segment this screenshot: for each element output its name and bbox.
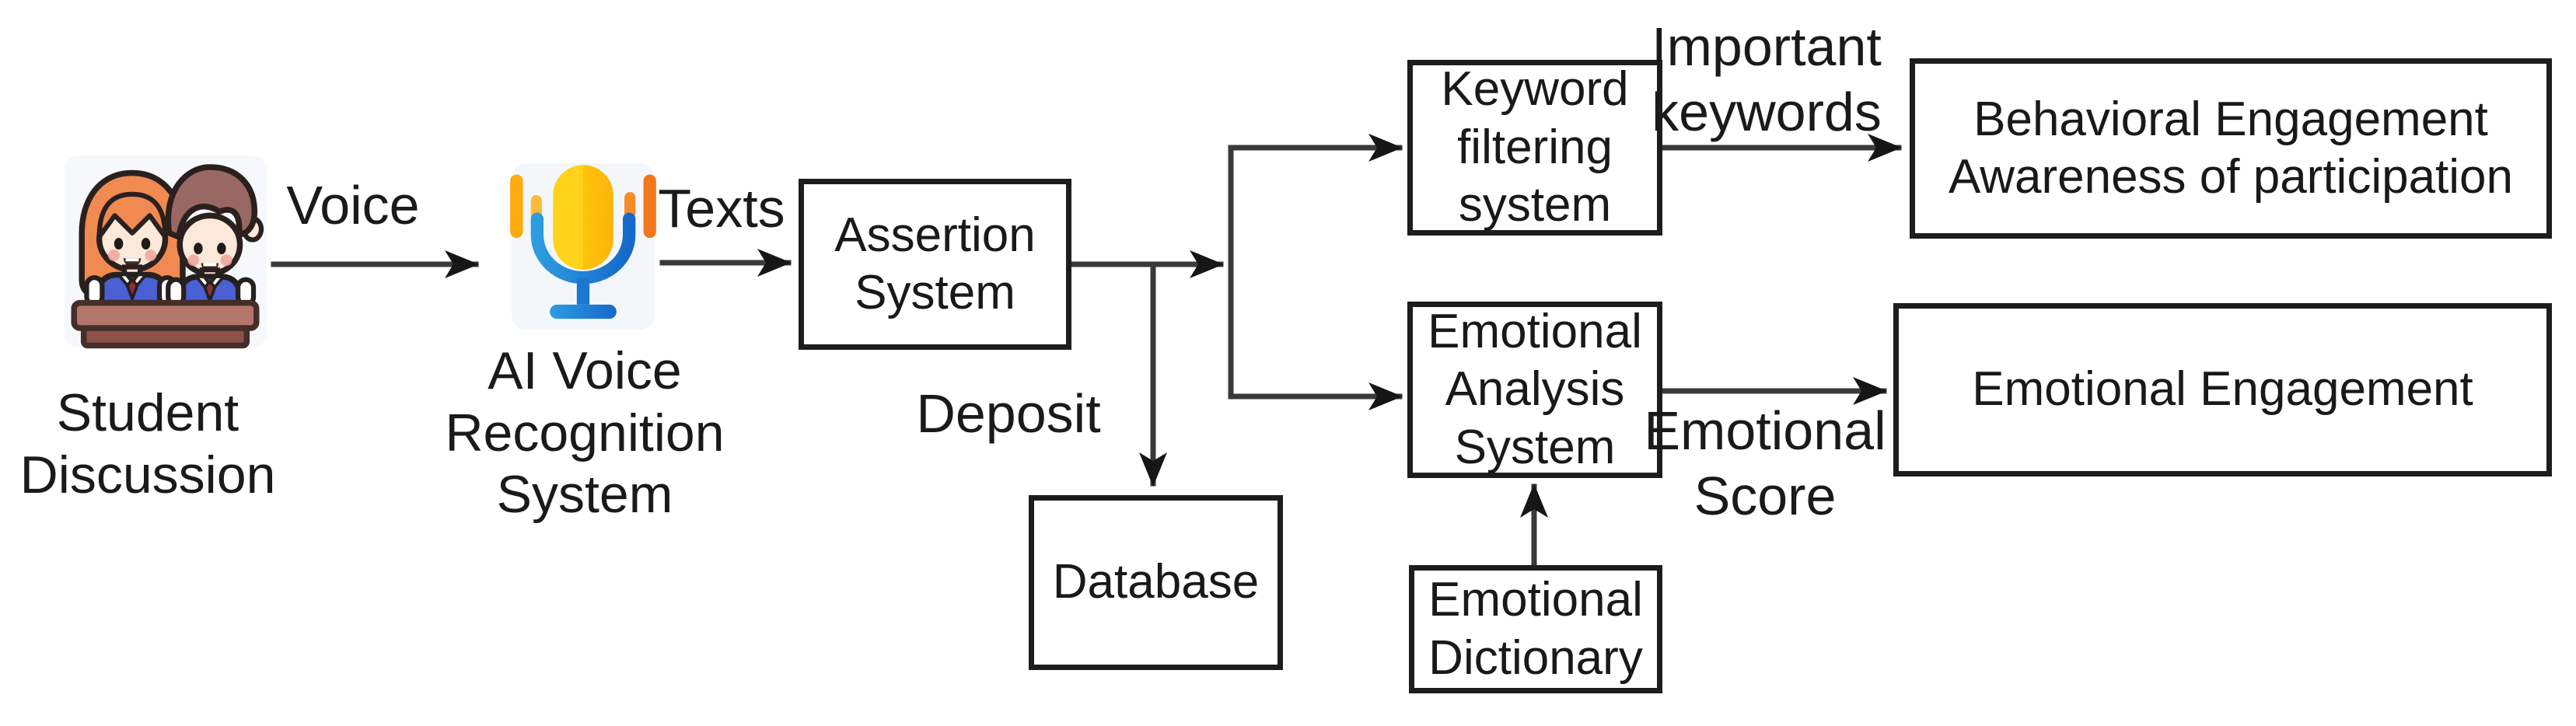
edge-label-important-keywords: Important keywords — [1642, 14, 1891, 145]
node-emotional-engagement: Emotional Engagement — [1893, 303, 2552, 476]
label-student-discussion-line1: Student — [56, 383, 239, 442]
node-behavioral-line2: Awareness of participation — [1948, 150, 2514, 204]
node-emotional-engagement-line1: Emotional Engagement — [1972, 362, 2473, 417]
microphone-icon — [510, 163, 656, 330]
edge-label-texts: Texts — [658, 178, 785, 239]
mic-stand — [530, 212, 636, 284]
node-emotional-analysis-line1: Emotional — [1428, 304, 1642, 358]
node-emotional-analysis-system: Emotional Analysis System — [1407, 302, 1662, 478]
node-behavioral-engagement: Behavioral Engagement Awareness of parti… — [1910, 58, 2552, 239]
node-emotional-dictionary: Emotional Dictionary — [1409, 565, 1662, 693]
node-database-line1: Database — [1052, 555, 1260, 609]
sound-wave-bars — [510, 174, 656, 239]
label-student-discussion-line2: Discussion — [19, 445, 276, 504]
label-student-discussion: Student Discussion — [12, 382, 284, 506]
mic-capsule — [553, 165, 613, 270]
desk — [71, 299, 260, 349]
edge-label-deposit: Deposit — [916, 383, 1101, 444]
boy-student — [165, 164, 264, 308]
label-ai-voice-line3: System — [496, 465, 673, 525]
edge-label-voice: Voice — [286, 175, 420, 236]
edge-label-emotional-score-line2: Score — [1693, 466, 1837, 526]
node-assertion-system-line2: System — [855, 266, 1015, 319]
label-ai-voice-recognition-system: AI Voice Recognition System — [441, 340, 729, 526]
node-keyword-line2: filtering — [1457, 120, 1613, 174]
node-emotional-analysis-line3: System — [1454, 420, 1616, 474]
node-behavioral-line1: Behavioral Engagement — [1973, 92, 2488, 146]
node-keyword-line1: Keyword — [1441, 62, 1629, 117]
girl-student — [79, 169, 186, 308]
edge-label-emotional-score-line1: Emotional — [1644, 400, 1886, 461]
node-keyword-filtering-system: Keyword filtering system — [1407, 60, 1662, 236]
node-emotional-dictionary-line1: Emotional — [1428, 573, 1643, 627]
label-ai-voice-line1: AI Voice — [488, 341, 682, 400]
node-keyword-line3: system — [1458, 178, 1612, 232]
node-emotional-dictionary-line2: Dictionary — [1428, 630, 1643, 685]
edge-label-important-keywords-line2: keywords — [1652, 82, 1882, 142]
students-icon — [64, 155, 267, 349]
node-emotional-analysis-line2: Analysis — [1445, 362, 1625, 417]
edge-label-important-keywords-line1: Important — [1652, 16, 1882, 77]
node-database: Database — [1029, 495, 1283, 670]
node-assertion-system: Assertion System — [799, 179, 1071, 350]
edge-label-emotional-score: Emotional Score — [1641, 398, 1889, 529]
node-assertion-system-line1: Assertion — [834, 208, 1036, 262]
mic-base — [550, 304, 617, 319]
label-ai-voice-line2: Recognition — [445, 403, 725, 462]
